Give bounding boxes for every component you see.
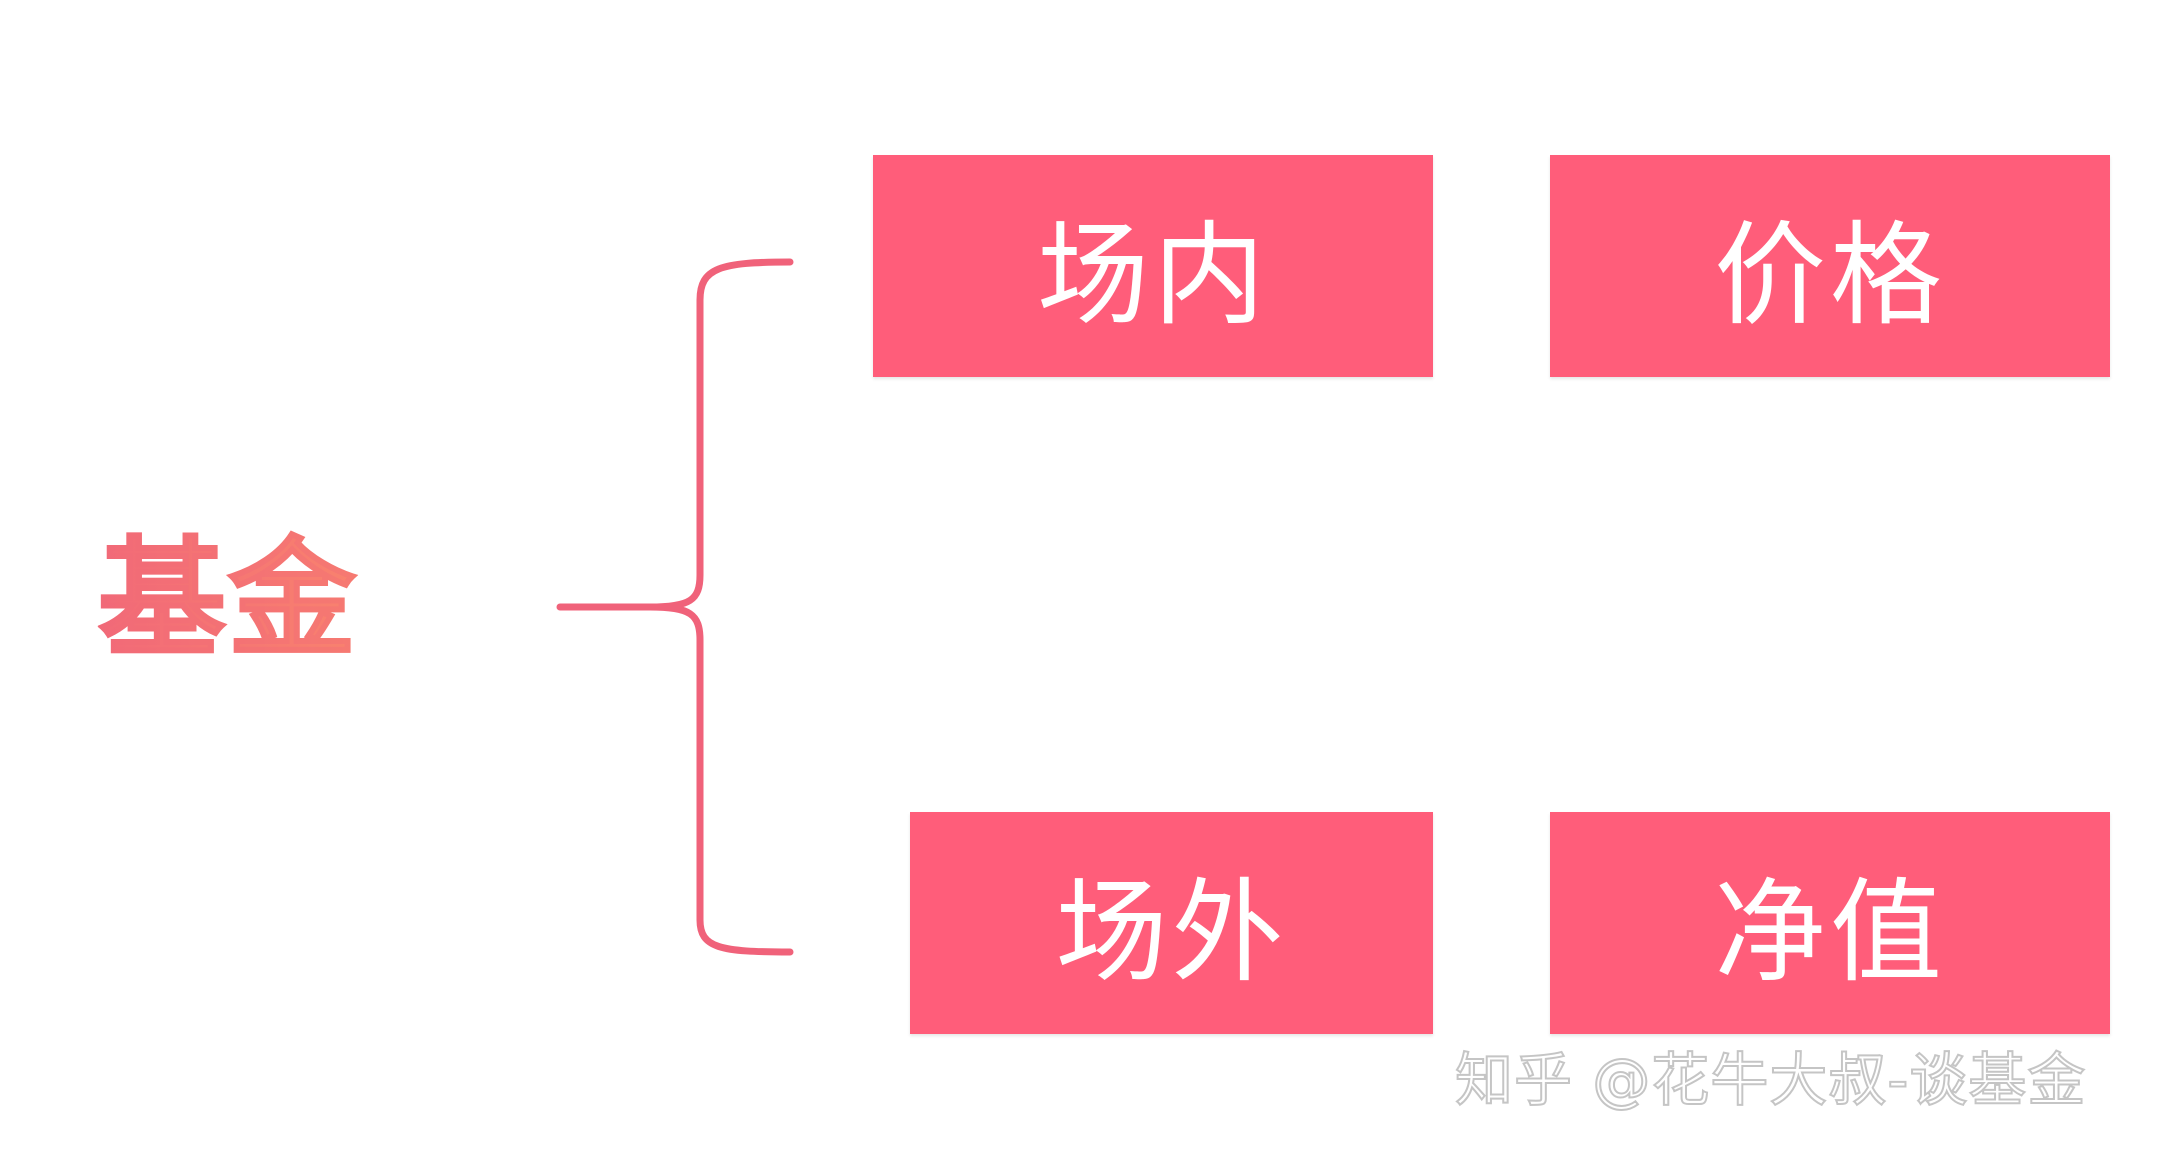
pricing-box-jingzhi: 净值 [1550, 812, 2110, 1034]
pricing-box-jiage: 价格 [1550, 155, 2110, 377]
category-box-changwai: 场外 [910, 812, 1433, 1034]
brace-path [556, 258, 794, 956]
watermark-text: 知乎 @花牛大叔-谈基金 [1454, 1045, 2087, 1115]
category-box-changnei: 场内 [873, 155, 1433, 377]
root-node-label: 基金 [97, 520, 358, 680]
